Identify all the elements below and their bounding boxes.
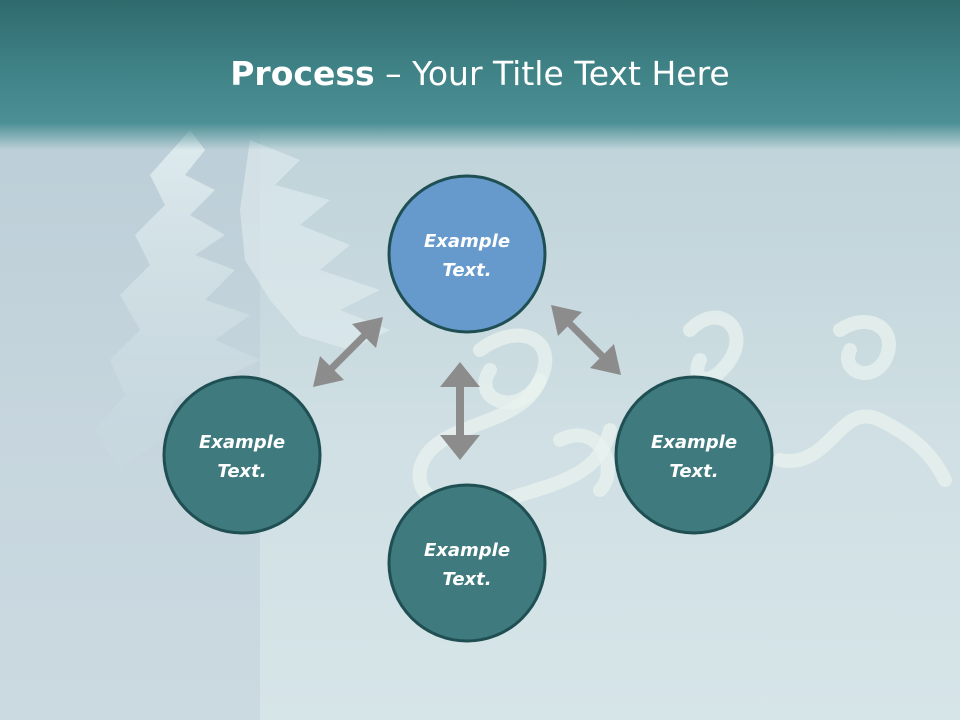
node-left: Example Text. [162, 375, 322, 535]
node-bottom: Example Text. [387, 483, 547, 643]
node-left-line1: Example [199, 432, 285, 453]
connector-top-bottom [440, 362, 480, 460]
title-band [0, 0, 960, 150]
paper-tree-branch-icon [240, 140, 390, 350]
node-right-line1: Example [651, 432, 737, 453]
node-right-line2: Text. [669, 461, 718, 482]
node-right: Example Text. [614, 375, 774, 535]
title-dash: – [374, 54, 413, 93]
node-top: Example Text. [387, 174, 547, 334]
node-top-line2: Text. [442, 260, 491, 281]
node-bottom-line1: Example [424, 540, 510, 561]
slide-title: Process – Your Title Text Here [0, 52, 960, 96]
title-rest: Your Title Text Here [412, 54, 730, 93]
node-top-line1: Example [424, 231, 510, 252]
paper-tree-icon [95, 130, 260, 470]
node-bottom-line2: Text. [442, 569, 491, 590]
node-left-line2: Text. [217, 461, 266, 482]
double-arrow-icon [313, 305, 621, 460]
title-bold: Process [230, 54, 375, 93]
connector-top-left [313, 317, 383, 387]
connector-top-right [551, 305, 621, 375]
